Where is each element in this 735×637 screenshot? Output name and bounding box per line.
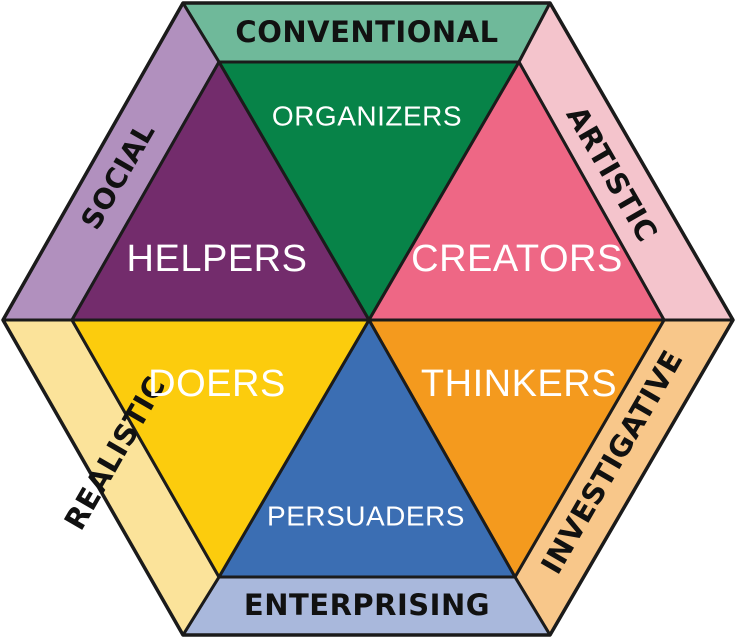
persuaders-label: PERSUADERS (267, 501, 465, 532)
creators-label: CREATORS (411, 238, 623, 280)
helpers-triangle (70, 60, 371, 322)
enterprising-label: ENTERPRISING (244, 588, 490, 622)
conventional-label: CONVENTIONAL (235, 15, 498, 49)
helpers-label: HELPERS (127, 238, 308, 280)
organizers-label: ORGANIZERS (272, 101, 462, 132)
doers-label: DOERS (148, 363, 286, 405)
thinkers-label: THINKERS (421, 363, 617, 405)
